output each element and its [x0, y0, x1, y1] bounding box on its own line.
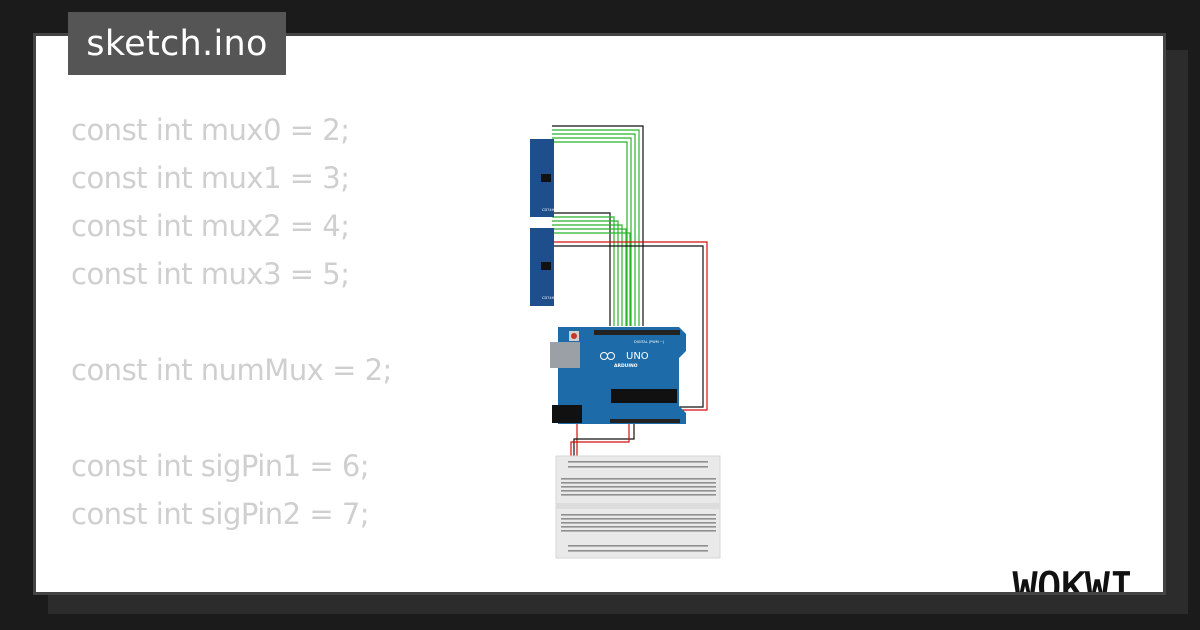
- code-line: const int mux0 = 2;: [71, 113, 350, 147]
- signal-wires: [552, 125, 644, 326]
- svg-text:CD74HC4067: CD74HC4067: [542, 208, 566, 212]
- svg-text:DIGITAL (PWM ~): DIGITAL (PWM ~): [634, 340, 665, 344]
- code-line: void setup() {: [71, 586, 392, 592]
- code-line: const int numMux = 2;: [71, 353, 392, 387]
- svg-text:ARDUINO: ARDUINO: [614, 363, 638, 369]
- arduino-uno-board: UNO ARDUINO DIGITAL (PWM ~): [550, 327, 686, 424]
- file-name-tab: sketch.ino: [68, 12, 286, 75]
- code-line: const int sigPin2 = 7;: [71, 497, 370, 531]
- breadboard: [555, 455, 721, 559]
- mux-module-2: CD74HC4067: [530, 228, 566, 306]
- svg-text:WOKWI: WOKWI: [1013, 565, 1133, 595]
- code-line: const int mux1 = 3;: [71, 161, 350, 195]
- wokwi-logo: WOKWI: [1013, 565, 1134, 595]
- code-line: const int mux2 = 4;: [71, 209, 350, 243]
- code-line: const int sigPin1 = 6;: [71, 449, 370, 483]
- circuit-diagram: CD74HC4067 CD74HC4067 UNO ARDUINO DIGITA…: [530, 125, 721, 559]
- code-preview: const int mux0 = 2; const int mux1 = 3; …: [71, 106, 392, 592]
- preview-content: const int mux0 = 2; const int mux1 = 3; …: [33, 33, 1166, 595]
- svg-text:UNO: UNO: [626, 351, 649, 362]
- code-line: const int mux3 = 5;: [71, 257, 350, 291]
- mux-module-1: CD74HC4067: [530, 139, 566, 217]
- code-line: [71, 538, 392, 586]
- svg-text:CD74HC4067: CD74HC4067: [542, 296, 566, 300]
- code-line: [71, 298, 392, 346]
- code-line: [71, 394, 392, 442]
- breadboard-holes: [561, 461, 716, 552]
